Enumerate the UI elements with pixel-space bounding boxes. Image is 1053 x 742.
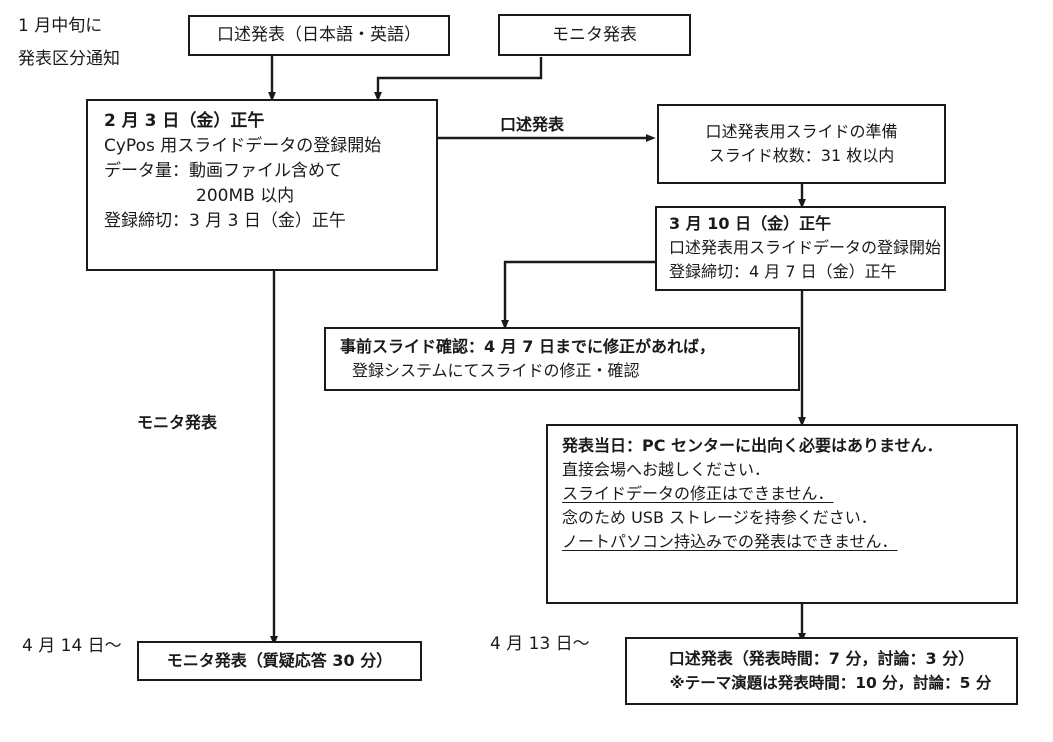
box-oral-presentation-type[interactable]: 口述発表（日本語・英語）: [188, 15, 450, 56]
pday-line-1: 発表当日：PC センターに出向く必要はありません．: [562, 436, 943, 455]
cypos-line-3: データ量：動画ファイル含めて: [104, 161, 342, 181]
edge-label-monitor-branch: モニタ発表: [137, 413, 218, 432]
edge-label-oral-branch: 口述発表: [500, 115, 565, 134]
box-cypos-registration[interactable]: 2 月 3 日（金）正午 CyPos 用スライドデータの登録開始 データ量：動画…: [86, 99, 438, 271]
notice-text: 1 月中旬に 発表区分通知: [18, 14, 120, 72]
precheck-line-2: 登録システムにてスライドの修正・確認: [352, 361, 640, 380]
oral-result-line-1: 口述発表（発表時間：7 分，討論：3 分）: [668, 649, 975, 668]
cypos-line-5: 登録締切：3 月 3 日（金）正午: [104, 211, 346, 231]
box-monitor-presentation-result[interactable]: モニタ発表（質疑応答 30 分）: [137, 641, 422, 681]
pday-line-2: 直接会場へお越しください．: [562, 460, 771, 479]
march10-line-1: 3 月 10 日（金）正午: [669, 214, 832, 233]
wire-monitor-to-cypos: [374, 57, 543, 102]
box-monitor-presentation-type-label: モニタ発表: [552, 24, 637, 45]
box-oral-presentation-type-label: 口述発表（日本語・英語）: [217, 25, 421, 45]
pday-line-4: 念のため USB ストレージを持参ください．: [562, 508, 877, 527]
cypos-line-2: CyPos 用スライドデータの登録開始: [104, 136, 382, 156]
cypos-line-1: 2 月 3 日（金）正午: [104, 111, 265, 131]
box-slide-preparation[interactable]: 口述発表用スライドの準備 スライド枚数：31 枚以内: [657, 104, 946, 184]
cypos-line-4: 200MB 以内: [196, 186, 295, 206]
box-monitor-presentation-type[interactable]: モニタ発表: [498, 14, 691, 56]
box-presentation-day[interactable]: 発表当日：PC センターに出向く必要はありません． 直接会場へお越しください． …: [546, 424, 1018, 604]
bottom-right-date: 4 月 13 日～: [490, 634, 590, 654]
monitor-result-label: モニタ発表（質疑応答 30 分）: [166, 651, 393, 670]
slide-prep-line-1: 口述発表用スライドの準備: [705, 122, 898, 141]
pday-line-5: ノートパソコン持込みでの発表はできません．: [562, 532, 898, 551]
march10-line-2: 口述発表用スライドデータの登録開始: [669, 238, 942, 257]
wire-march10-to-precheck: [501, 260, 657, 330]
box-preliminary-slide-check[interactable]: 事前スライド確認：4 月 7 日までに修正があれば， 登録システムにてスライドの…: [324, 327, 800, 391]
notice-line-1: 1 月中旬に: [18, 16, 103, 36]
bottom-left-date: 4 月 14 日～: [22, 636, 122, 656]
march10-line-3: 登録締切：4 月 7 日（金）正午: [669, 262, 897, 281]
pday-line-3: スライドデータの修正はできません．: [562, 484, 834, 503]
notice-line-2: 発表区分通知: [18, 49, 120, 69]
box-oral-presentation-result[interactable]: 口述発表（発表時間：7 分，討論：3 分） ※テーマ演題は発表時間：10 分，討…: [625, 637, 1018, 705]
precheck-line-1: 事前スライド確認：4 月 7 日までに修正があれば，: [340, 337, 715, 356]
slide-prep-line-2: スライド枚数：31 枚以内: [708, 146, 895, 165]
oral-result-line-2: ※テーマ演題は発表時間：10 分，討論：5 分: [669, 674, 992, 692]
box-march10-registration[interactable]: 3 月 10 日（金）正午 口述発表用スライドデータの登録開始 登録締切：4 月…: [655, 206, 946, 291]
